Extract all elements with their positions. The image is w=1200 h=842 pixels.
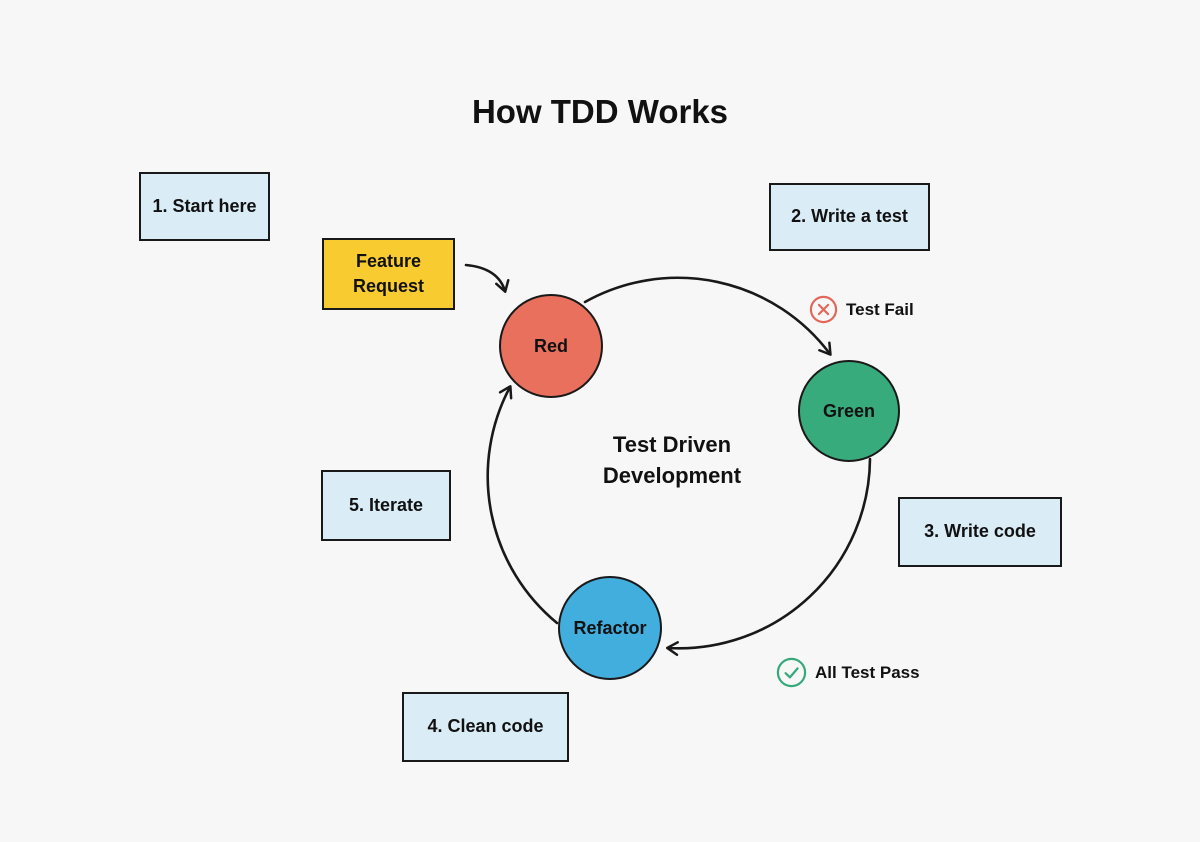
test-fail-annotation: Test Fail	[809, 295, 914, 324]
x-circle-icon	[809, 295, 838, 324]
node-refactor: Refactor	[558, 576, 662, 680]
feature-request-box: Feature Request	[322, 238, 455, 310]
test-fail-label: Test Fail	[846, 299, 914, 319]
step-box-clean-code: 4. Clean code	[402, 692, 569, 762]
step-box-start-here: 1. Start here	[139, 172, 270, 241]
step-box-iterate: 5. Iterate	[321, 470, 451, 541]
page-title: How TDD Works	[471, 93, 729, 130]
arrow-red-to-green	[583, 276, 832, 356]
arrow-feature-to-red	[464, 263, 510, 293]
all-test-pass-annotation: All Test Pass	[776, 657, 920, 688]
arrow-refactor-to-red	[486, 385, 559, 625]
all-test-pass-label: All Test Pass	[815, 662, 920, 682]
node-green: Green	[798, 360, 900, 462]
node-red: Red	[499, 294, 603, 398]
cycle-center-label: Test Driven Development	[602, 432, 742, 489]
check-circle-icon	[776, 657, 807, 688]
step-box-write-code: 3. Write code	[898, 497, 1062, 567]
step-box-write-test: 2. Write a test	[769, 183, 930, 251]
arrow-green-to-refactor	[665, 457, 872, 657]
